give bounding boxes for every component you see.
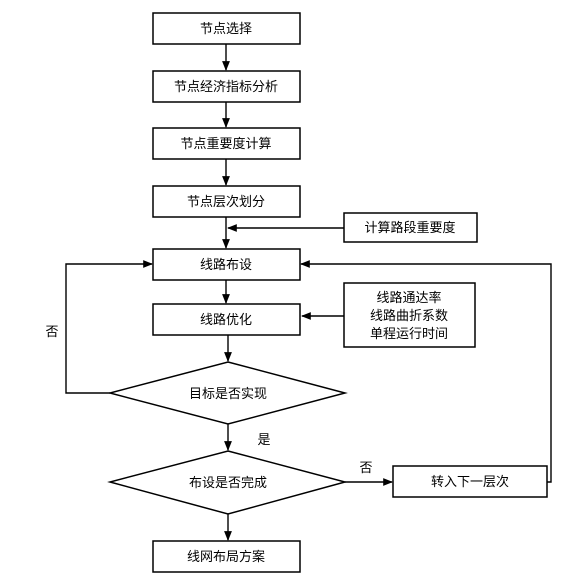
box-node-select: 节点选择 [152,12,301,45]
box-metrics: 线路通达率 线路曲折系数 单程运行时间 [343,282,476,348]
node-hierarchy-label: 节点层次划分 [187,194,265,210]
box-node-hierarchy: 节点层次划分 [152,185,301,218]
next-level-label: 转入下一层次 [431,474,509,490]
arrow-next-level-loop [300,260,552,483]
route-optimize-label: 线路优化 [200,312,252,328]
box-final-plan: 线网布局方案 [152,540,301,573]
calc-segment-label: 计算路段重要度 [364,220,455,236]
label-no-right: 否 [359,461,372,476]
node-econ-label: 节点经济指标分析 [174,80,278,95]
box-node-importance: 节点重要度计算 [152,127,301,160]
box-route-optimize: 线路优化 [152,303,301,336]
metric-reachability: 线路通达率 [376,290,441,306]
box-node-econ: 节点经济指标分析 [152,70,301,103]
node-importance-label: 节点重要度计算 [180,136,271,152]
box-route-layout: 线路布设 [152,248,301,281]
decision-goal: 目标是否实现 [107,361,348,425]
arrow-goal-no-loop [65,260,153,394]
final-plan-label: 线网布局方案 [187,549,265,565]
metric-tortuosity: 线路曲折系数 [370,308,448,324]
label-no-left: 否 [45,325,58,340]
label-yes: 是 [257,433,270,448]
node-select-label: 节点选择 [200,22,252,37]
layout-decision-label: 布设是否完成 [189,476,267,491]
metric-trip-time: 单程运行时间 [370,327,448,342]
connectors [65,44,552,541]
decision-layout: 布设是否完成 [107,450,348,515]
goal-decision-label: 目标是否实现 [189,387,267,402]
box-next-level: 转入下一层次 [392,465,548,498]
route-layout-label: 线路布设 [200,257,252,273]
box-calc-segment: 计算路段重要度 [343,212,478,243]
